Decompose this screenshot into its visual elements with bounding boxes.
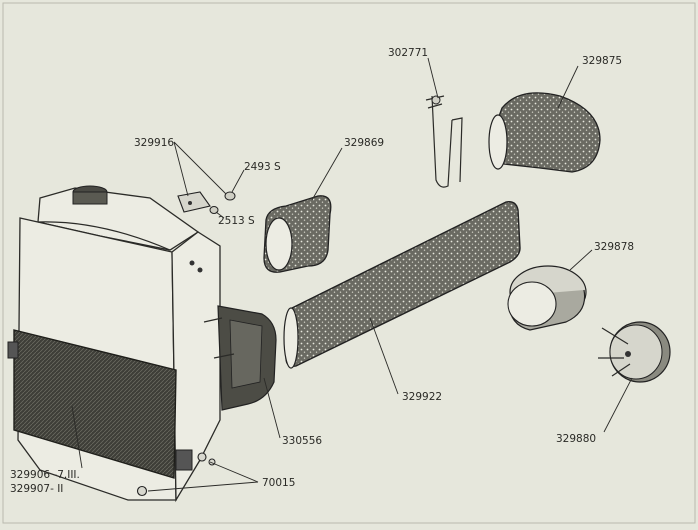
leader-302771 <box>427 57 439 99</box>
label-330556: 330556 <box>282 435 322 447</box>
label-329869: 329869 <box>344 137 384 149</box>
label-329922: 329922 <box>402 391 442 403</box>
leader-329906 <box>71 405 83 469</box>
leader-70015-b <box>209 461 259 483</box>
washer-2493s <box>224 191 236 201</box>
mount-hole <box>197 267 203 273</box>
leader-329880 <box>603 377 633 433</box>
leader-2493s <box>231 169 245 193</box>
bracket-left <box>7 341 19 359</box>
mount-hole <box>189 260 195 266</box>
leader-70015-a <box>147 481 259 492</box>
leader-329916-a <box>173 141 189 197</box>
bolt-70015-a <box>136 485 148 497</box>
leader-329878 <box>569 249 593 271</box>
label-329906: 329906 -7.III. <box>10 469 80 481</box>
cap-329880 <box>598 321 671 383</box>
duct-329922 <box>283 200 521 369</box>
bolt-70015-b <box>197 452 207 462</box>
radiator-side <box>171 231 221 503</box>
leader-329916-b <box>173 141 227 195</box>
leader-330556 <box>263 377 281 439</box>
label-329880: 329880 <box>556 433 596 445</box>
washer-2513s <box>209 206 219 214</box>
sleeve-329869 <box>263 195 332 273</box>
label-70015: 70015 <box>262 477 295 489</box>
label-329916: 329916 <box>134 137 174 149</box>
bracket-right <box>175 449 193 471</box>
leader-329869 <box>311 147 343 201</box>
label-2493s: 2493 S <box>244 161 281 173</box>
radiator-core <box>13 329 177 479</box>
bracket-329916 <box>177 191 211 213</box>
shroud-330556 <box>203 305 277 411</box>
filler-neck-body <box>72 191 108 205</box>
sheet-border <box>2 2 696 524</box>
label-329907: 329907- II <box>10 483 63 495</box>
clip-302771 <box>425 95 463 188</box>
radiator-top-edge <box>37 221 171 251</box>
elbow-329875 <box>488 92 601 173</box>
leader-329875 <box>557 65 579 109</box>
label-302771: 302771 <box>388 47 428 59</box>
leader-329922 <box>369 317 399 395</box>
radiator-assembly <box>7 185 221 503</box>
ring-329878 <box>507 265 587 331</box>
leader-2513s <box>215 211 225 219</box>
label-329878: 329878 <box>594 241 634 253</box>
label-2513s: 2513 S <box>218 215 255 227</box>
label-329875: 329875 <box>582 55 622 67</box>
